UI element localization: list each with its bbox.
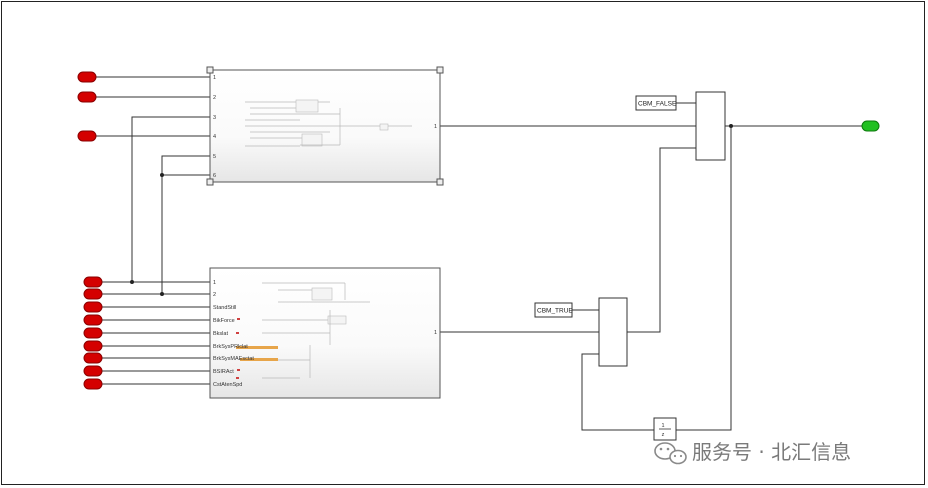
inport[interactable] [83,314,103,326]
resize-handle[interactable] [436,66,444,74]
switch-block-lower[interactable] [598,297,628,367]
inport[interactable] [83,327,103,339]
port-label: 1 [213,280,216,286]
constant-false[interactable]: CBM_FALSE [635,95,677,111]
subsystem-bottom[interactable]: 1 2 StandStill BikForce Bkslat BrkSysPRl… [209,267,441,399]
port-label: 1 [213,75,216,81]
inport[interactable] [83,378,103,390]
port-label: 4 [213,134,216,140]
output-port-label: 1 [434,330,437,336]
port-label: StandStill [213,305,236,311]
resize-handle[interactable] [206,66,214,74]
delay-label: z [662,432,665,438]
watermark-text: 服务号 · 北汇信息 [692,440,851,464]
port-label: BikForce [213,318,235,324]
subsystem-preview [245,99,412,147]
inports-top [77,71,97,142]
port-label: BSIRAct [213,369,234,375]
inport[interactable] [77,130,97,142]
port-label: CstAtenSpd [213,382,242,388]
port-label: BrkSysPRlclat [213,344,248,350]
junction-dot [729,124,733,128]
port-label: 2 [213,95,216,101]
resize-handle[interactable] [436,178,444,186]
junction-dot [160,173,164,177]
port-label: BrkSysMAEsctat [213,356,254,362]
inport[interactable] [83,288,103,300]
junction-dot [160,292,164,296]
constant-true[interactable]: CBM_TRUE [534,302,573,318]
subsystem-top[interactable]: 1 2 3 4 5 6 1 [206,66,444,186]
signal-lines [96,76,862,431]
wechat-icon [654,442,687,465]
inport[interactable] [83,340,103,352]
inports-bottom [83,276,103,390]
inport[interactable] [83,365,103,377]
port-label: 5 [213,154,216,160]
constant-label: CBM_TRUE [537,308,573,315]
output-port-label: 1 [434,124,437,130]
inport[interactable] [77,91,97,103]
port-label: Bkslat [213,331,228,337]
inport[interactable] [83,301,103,313]
switch-block-upper[interactable] [695,91,726,161]
junction-dot [130,280,134,284]
port-label: 2 [213,292,216,298]
inport[interactable] [83,276,103,288]
subsystem-preview [262,282,370,379]
delay-label: 1 [661,423,664,429]
outport[interactable] [861,120,880,132]
port-label: 3 [213,115,216,121]
inport[interactable] [83,352,103,364]
port-label: 6 [213,173,216,179]
unit-delay-block[interactable]: 1 z [653,417,677,441]
constant-label: CBM_FALSE [638,101,677,108]
inport[interactable] [77,71,97,83]
resize-handle[interactable] [206,178,214,186]
watermark: 服务号 · 北汇信息 [654,440,851,465]
